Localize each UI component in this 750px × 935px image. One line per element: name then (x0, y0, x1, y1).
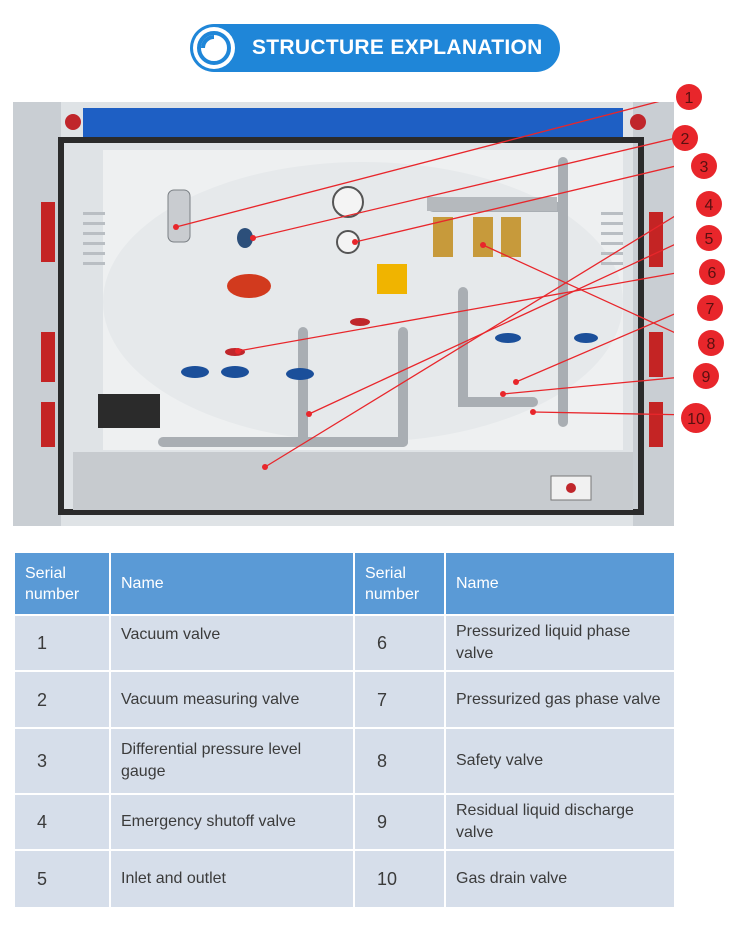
svg-text:2: 2 (681, 131, 690, 148)
name-cell: Safety valve (444, 727, 676, 795)
name-cell: Vacuum valve (109, 614, 355, 672)
callout-marker-5: 5 (696, 225, 722, 251)
serial-cell: 1 (13, 614, 111, 672)
table-row: 2 Vacuum measuring valve 7 Pressurized g… (13, 670, 676, 729)
name-cell: Vacuum measuring valve (109, 670, 355, 729)
circle-ring-icon (193, 27, 235, 69)
table-header-row: Serial number Name Serial number Name (13, 551, 676, 616)
svg-text:9: 9 (702, 369, 711, 386)
name-cell: Pressurized liquid phase valve (444, 614, 676, 672)
callout-marker-1: 1 (676, 84, 702, 110)
serial-cell: 5 (13, 849, 111, 909)
svg-text:6: 6 (708, 265, 717, 282)
name-cell: Gas drain valve (444, 849, 676, 909)
serial-cell: 8 (353, 727, 446, 795)
callout-marker-10: 10 (681, 403, 711, 433)
svg-text:7: 7 (706, 301, 715, 318)
svg-text:3: 3 (700, 159, 709, 176)
callout-marker-4: 4 (696, 191, 722, 217)
name-cell: Pressurized gas phase valve (444, 670, 676, 729)
name-cell: Residual liquid discharge valve (444, 793, 676, 851)
column-header-serial-2: Serial number (353, 551, 446, 616)
serial-cell: 3 (13, 727, 111, 795)
name-cell: Inlet and outlet (109, 849, 355, 909)
callout-marker-6: 6 (699, 259, 725, 285)
equipment-illustration (13, 102, 674, 526)
column-header-serial: Serial number (13, 551, 111, 616)
page-title: STRUCTURE EXPLANATION (252, 36, 543, 59)
svg-text:1: 1 (685, 90, 694, 107)
serial-cell: 2 (13, 670, 111, 729)
table-row: 3 Differential pressure level gauge 8 Sa… (13, 727, 676, 795)
callout-marker-2: 2 (672, 125, 698, 151)
table-row: 4 Emergency shutoff valve 9 Residual liq… (13, 793, 676, 851)
svg-text:10: 10 (687, 411, 705, 428)
column-header-name: Name (109, 551, 355, 616)
svg-text:4: 4 (705, 197, 714, 214)
callout-marker-9: 9 (693, 363, 719, 389)
svg-text:8: 8 (707, 336, 716, 353)
callout-marker-7: 7 (697, 295, 723, 321)
serial-cell: 10 (353, 849, 446, 909)
callout-marker-3: 3 (691, 153, 717, 179)
name-cell: Differential pressure level gauge (109, 727, 355, 795)
serial-cell: 7 (353, 670, 446, 729)
serial-cell: 9 (353, 793, 446, 851)
name-cell: Emergency shutoff valve (109, 793, 355, 851)
table-row: 1 Vacuum valve 6 Pressurized liquid phas… (13, 614, 676, 672)
table-row: 5 Inlet and outlet 10 Gas drain valve (13, 849, 676, 909)
callout-marker-8: 8 (698, 330, 724, 356)
serial-cell: 6 (353, 614, 446, 672)
svg-text:5: 5 (705, 231, 714, 248)
parts-table: Serial number Name Serial number Name 1 … (13, 551, 676, 909)
column-header-name-2: Name (444, 551, 676, 616)
serial-cell: 4 (13, 793, 111, 851)
equipment-photo (13, 102, 674, 526)
section-header: STRUCTURE EXPLANATION (190, 24, 560, 72)
